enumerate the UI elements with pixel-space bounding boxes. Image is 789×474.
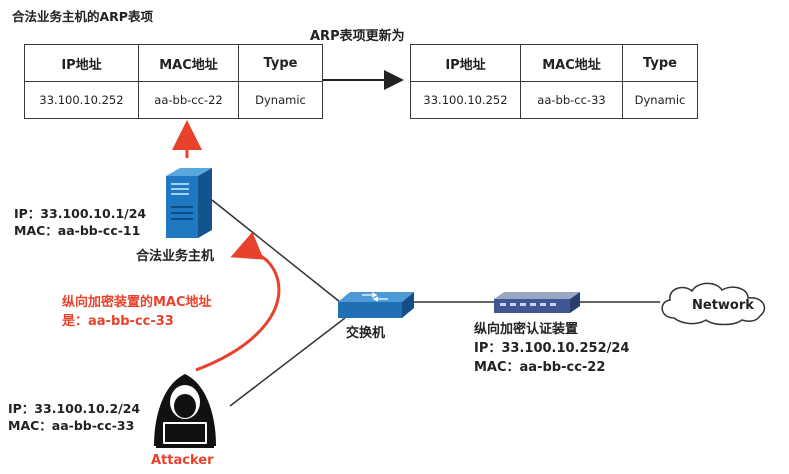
encryption-device-label: 纵向加密认证装置	[474, 322, 579, 337]
table-row: 33.100.10.252 aa-bb-cc-22 Dynamic	[24, 81, 323, 119]
spoof-message-line2: 是：aa-bb-cc-33	[62, 314, 174, 329]
encryption-device-mac: MAC：aa-bb-cc-22	[474, 360, 606, 375]
host-label: 合法业务主机	[136, 249, 215, 264]
attacker-info: IP：33.100.10.2/24 MAC：aa-bb-cc-33	[8, 400, 140, 434]
header-type: Type	[622, 44, 698, 82]
table-row: 33.100.10.252 aa-bb-cc-33 Dynamic	[410, 81, 698, 119]
header-mac: MAC地址	[520, 44, 623, 82]
link-attacker-switch	[229, 317, 346, 407]
encryption-device-info: 纵向加密认证装置 IP：33.100.10.252/24 MAC：aa-bb-c…	[474, 320, 629, 377]
header-ip: IP地址	[410, 44, 521, 82]
encryption-device-ip: IP：33.100.10.252/24	[474, 341, 630, 356]
attacker-ip: IP：33.100.10.2/24	[8, 401, 141, 416]
network-label: Network	[692, 298, 754, 313]
table-header-row: IP地址 MAC地址 Type	[410, 44, 698, 82]
network-cloud-icon	[652, 278, 778, 332]
header-type: Type	[238, 44, 323, 82]
page-title: 合法业务主机的ARP表项	[12, 9, 153, 24]
encryption-device-icon	[492, 290, 582, 320]
attacker-mac: MAC：aa-bb-cc-33	[8, 418, 135, 433]
cell-type: Dynamic	[238, 81, 323, 119]
cell-mac: aa-bb-cc-22	[138, 81, 239, 119]
spoof-message-line1: 纵向加密装置的MAC地址	[62, 295, 212, 310]
link-host-switch	[211, 199, 346, 307]
attacker-label: Attacker	[151, 453, 214, 468]
switch-icon	[336, 290, 416, 326]
table-header-row: IP地址 MAC地址 Type	[24, 44, 323, 82]
spoof-arrow	[195, 231, 281, 372]
spoof-message: 纵向加密装置的MAC地址 是：aa-bb-cc-33	[62, 293, 212, 331]
hacker-icon	[146, 368, 224, 456]
update-label: ARP表项更新为	[310, 29, 405, 44]
host-ip: IP：33.100.10.1/24	[14, 206, 147, 221]
cell-mac: aa-bb-cc-33	[520, 81, 623, 119]
cell-type: Dynamic	[622, 81, 698, 119]
server-icon	[160, 166, 214, 242]
switch-label: 交换机	[346, 326, 386, 341]
header-mac: MAC地址	[138, 44, 239, 82]
host-info: IP：33.100.10.1/24 MAC：aa-bb-cc-11	[14, 205, 146, 239]
host-mac: MAC：aa-bb-cc-11	[14, 223, 141, 238]
arp-table-before: IP地址 MAC地址 Type 33.100.10.252 aa-bb-cc-2…	[24, 44, 323, 119]
arp-table-after: IP地址 MAC地址 Type 33.100.10.252 aa-bb-cc-3…	[410, 44, 698, 119]
cell-ip: 33.100.10.252	[410, 81, 521, 119]
cell-ip: 33.100.10.252	[24, 81, 139, 119]
header-ip: IP地址	[24, 44, 139, 82]
